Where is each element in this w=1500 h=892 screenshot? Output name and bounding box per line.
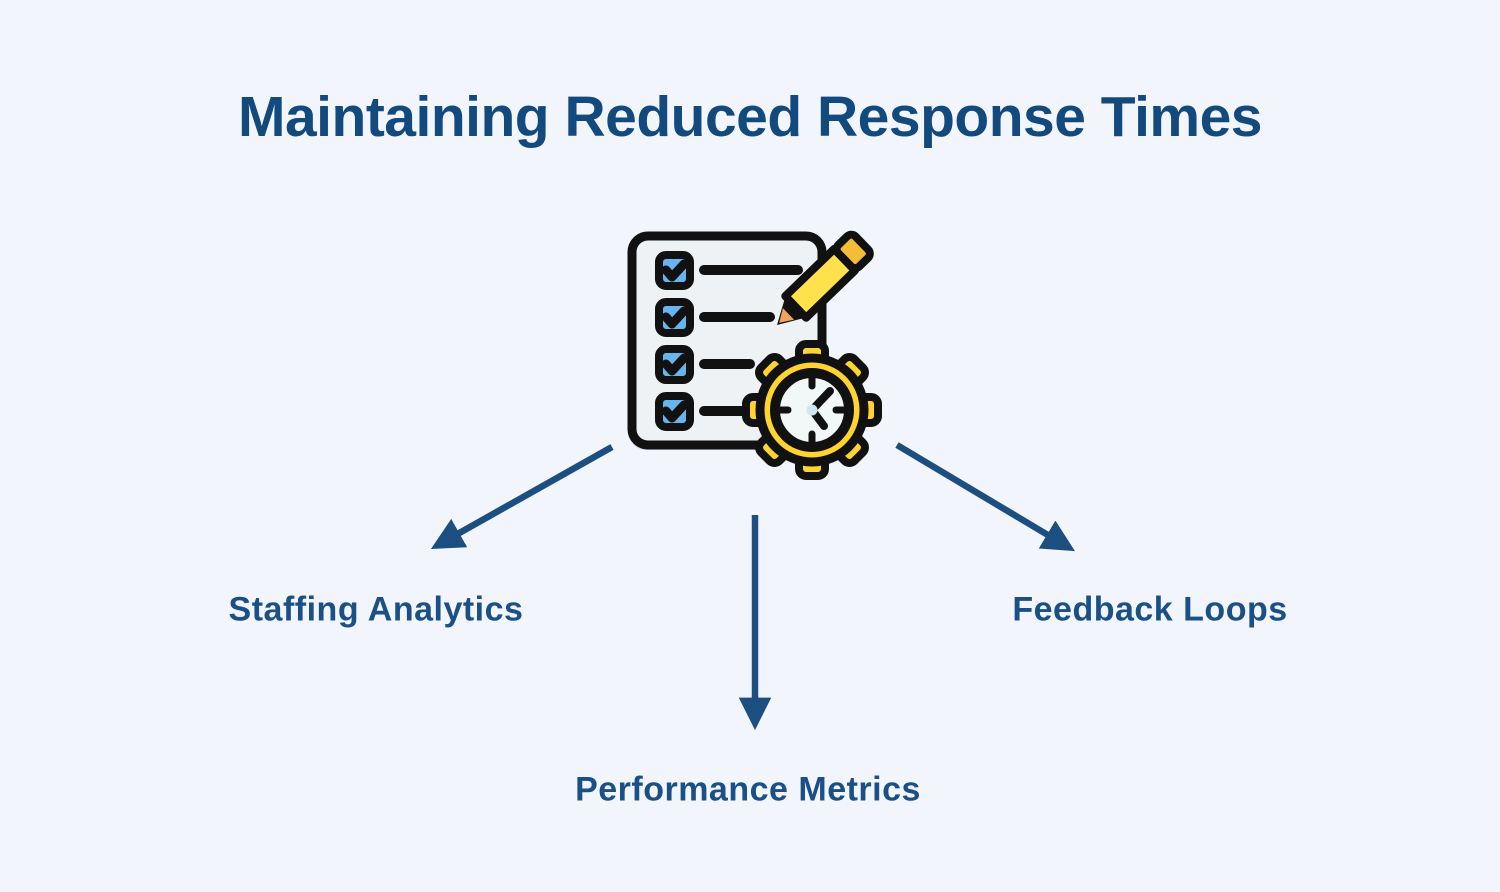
checklist-clock-icon <box>600 212 900 492</box>
list-lines <box>699 265 803 416</box>
checkbox-icon <box>655 392 694 431</box>
page-title: Maintaining Reduced Response Times <box>237 85 1263 149</box>
clock-center-dot <box>806 404 818 416</box>
checkbox-icon <box>655 345 694 384</box>
arrow-to-feedback-loops <box>895 442 1075 552</box>
arrow-to-staffing-analytics <box>430 444 614 549</box>
node-label-feedback-loops: Feedback Loops <box>1012 590 1288 629</box>
checkbox-list <box>655 251 694 431</box>
node-label-staffing-analytics: Staffing Analytics <box>228 590 524 629</box>
node-label-performance-metrics: Performance Metrics <box>575 770 921 809</box>
gear-clock-icon <box>742 340 882 480</box>
clock-ticks <box>775 373 849 447</box>
checkbox-icon <box>655 251 694 290</box>
checkbox-icon <box>655 298 694 337</box>
pencil-icon <box>777 230 874 325</box>
